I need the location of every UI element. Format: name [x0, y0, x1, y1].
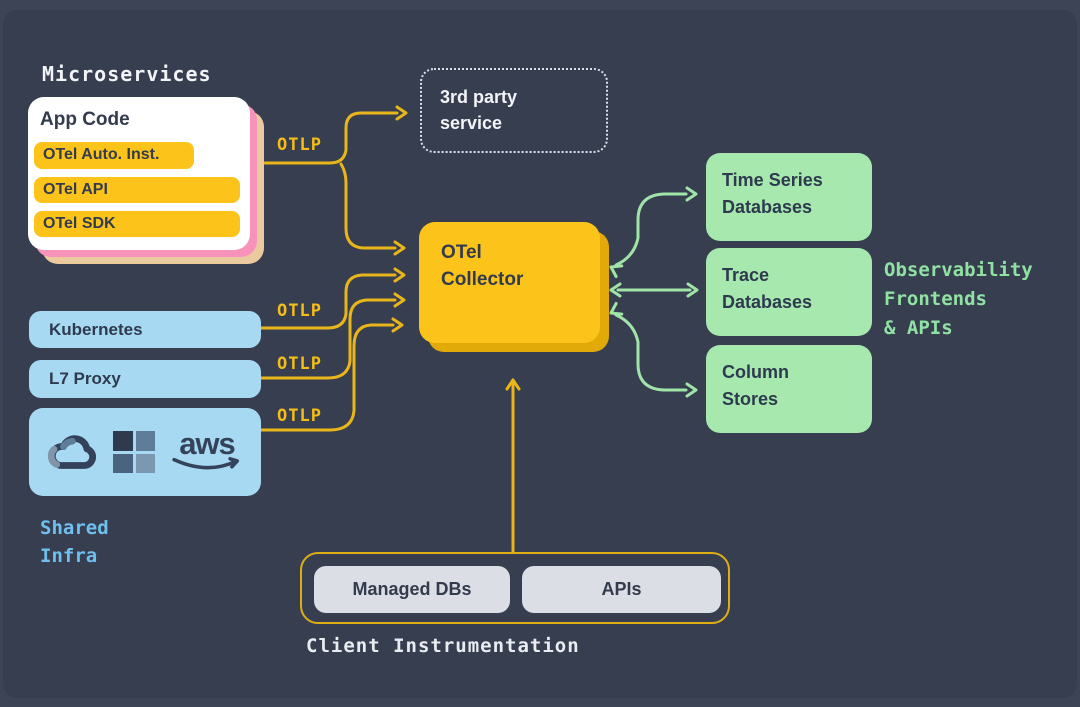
- trace-databases-box: Trace Databases: [706, 248, 872, 336]
- column-line1: Column: [722, 362, 789, 382]
- aws-wordmark: aws: [179, 426, 236, 461]
- otlp-label-l7proxy: OTLP: [277, 354, 322, 374]
- third-party-line1: 3rd party: [440, 87, 518, 107]
- column-line2: Stores: [722, 389, 779, 409]
- third-party-service-box: 3rd party service: [420, 68, 608, 153]
- shared-infra-line1: Shared: [40, 517, 109, 539]
- arrowhead: [393, 267, 406, 283]
- google-cloud-icon: [47, 435, 97, 469]
- arrowhead: [685, 186, 698, 202]
- arrow-microservices-to-collector: [339, 162, 397, 250]
- otlp-label-cloud: OTLP: [277, 406, 322, 426]
- tsdb-line2: Databases: [722, 197, 813, 217]
- otel-sdk-pill: OTel SDK: [34, 211, 240, 237]
- microsoft-square-tr: [135, 431, 155, 451]
- otel-collector-box: OTel Collector: [419, 222, 600, 343]
- arrowhead: [609, 264, 624, 279]
- obs-line2: Frontends: [884, 288, 987, 310]
- microsoft-square-tl: [113, 431, 133, 451]
- cloud-providers-box: aws: [29, 408, 261, 496]
- aws-icon: aws: [169, 426, 245, 473]
- shared-infra-line2: Infra: [40, 545, 98, 567]
- time-series-databases-box: Time Series Databases: [706, 153, 872, 241]
- client-instrumentation-container: Managed DBs APIs: [300, 552, 730, 624]
- obs-line1: Observability: [884, 259, 1033, 281]
- shared-infra-label: Shared Infra: [40, 514, 109, 570]
- arrowhead: [685, 382, 698, 398]
- third-party-line2: service: [440, 113, 503, 133]
- arrowhead: [505, 378, 521, 391]
- collector-line1: OTel: [441, 242, 482, 263]
- column-stores-box: Column Stores: [706, 345, 872, 433]
- arrow-microservices-to-third-party: [263, 111, 399, 165]
- arrow-cloud-to-collector: [259, 323, 395, 432]
- obs-line3: & APIs: [884, 317, 953, 339]
- arrowhead: [609, 301, 624, 316]
- observability-frontends-label: Observability Frontends & APIs: [884, 256, 1033, 343]
- otlp-label-microservices: OTLP: [277, 135, 322, 155]
- microservices-label: Microservices: [42, 62, 212, 86]
- arrow-collector-column: [614, 313, 688, 392]
- microsoft-icon: [113, 431, 155, 473]
- arrowhead: [393, 292, 406, 308]
- app-code-title: App Code: [40, 109, 130, 130]
- arrow-l7proxy-to-collector: [259, 298, 397, 380]
- otel-api-pill: OTel API: [34, 177, 240, 203]
- arrowhead: [395, 105, 408, 121]
- arrowhead: [393, 240, 406, 256]
- collector-line2: Collector: [441, 269, 524, 290]
- tsdb-line1: Time Series: [722, 170, 823, 190]
- aws-smile-icon: [172, 457, 239, 470]
- otlp-label-kubernetes: OTLP: [277, 301, 322, 321]
- otel-auto-inst-pill: OTel Auto. Inst.: [34, 142, 194, 169]
- kubernetes-box: Kubernetes: [29, 311, 261, 348]
- arrowhead: [686, 282, 699, 298]
- trace-line1: Trace: [722, 265, 770, 285]
- client-instrumentation-label: Client Instrumentation: [306, 635, 580, 657]
- app-code-card: App Code OTel Auto. Inst. OTel API OTel …: [28, 97, 250, 250]
- arrowhead: [391, 317, 404, 333]
- microsoft-square-bl: [113, 453, 133, 473]
- microsoft-square-br: [135, 453, 155, 473]
- arrow-kubernetes-to-collector: [259, 273, 397, 330]
- arrowhead: [609, 282, 622, 298]
- managed-dbs-pill: Managed DBs: [314, 566, 510, 613]
- l7-proxy-box: L7 Proxy: [29, 360, 261, 398]
- arrow-collector-timeseries: [614, 192, 688, 267]
- apis-pill: APIs: [522, 566, 721, 613]
- trace-line2: Databases: [722, 292, 813, 312]
